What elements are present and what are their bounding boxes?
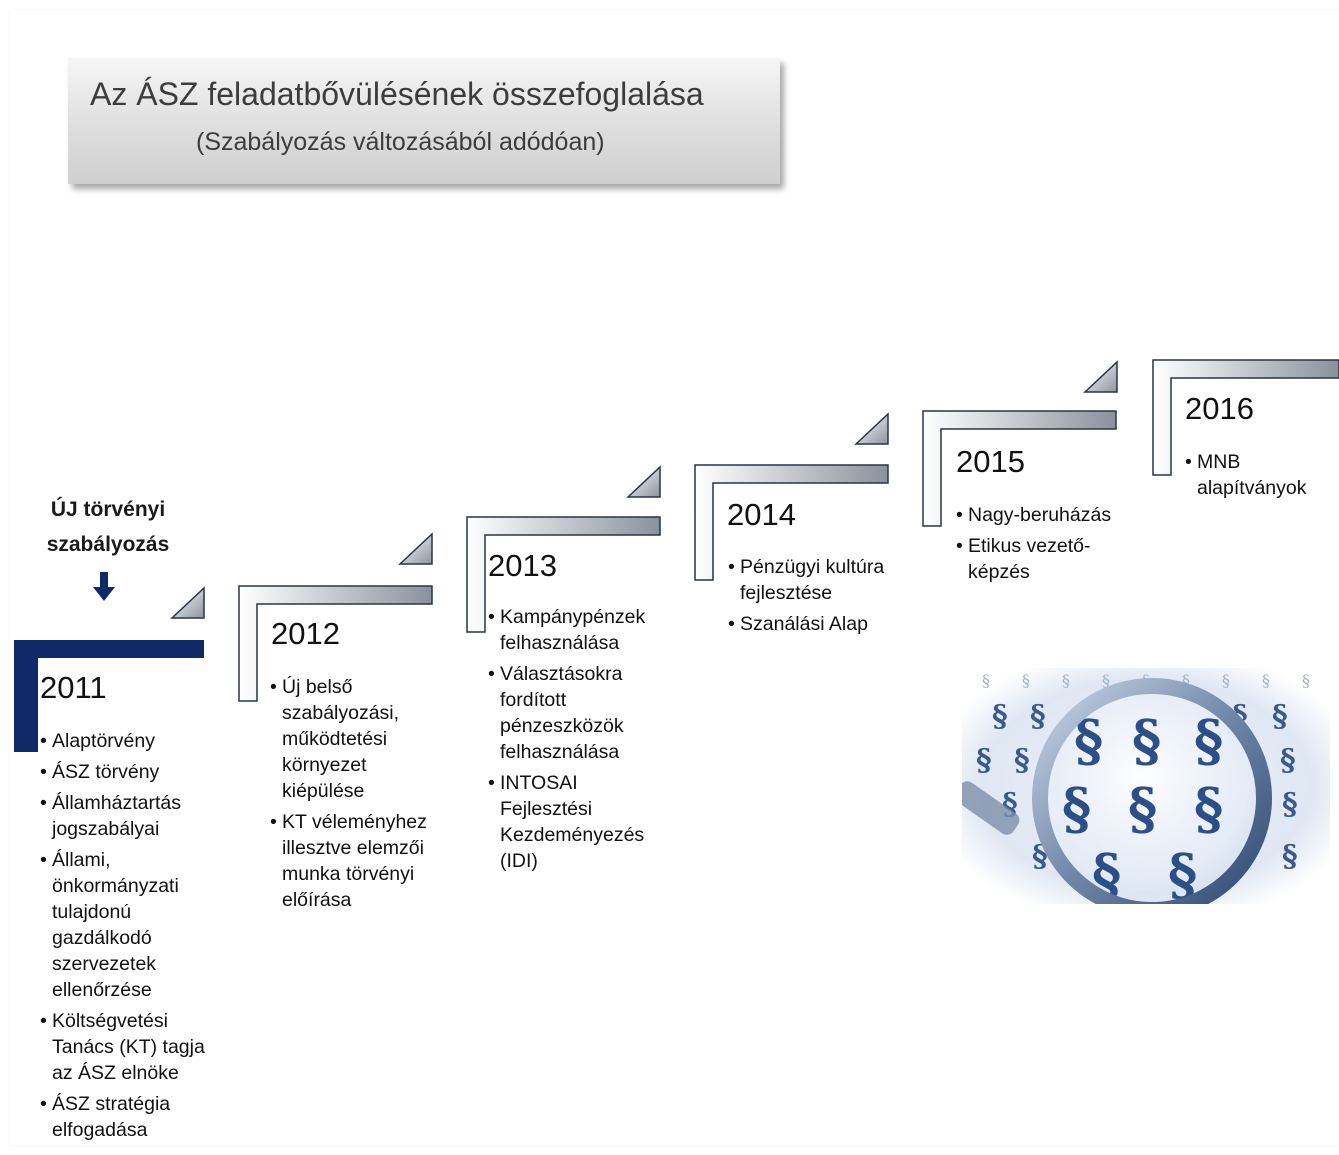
- timeline-bracket-2016: [1152, 359, 1339, 476]
- timeline-items: Alaptörvény ÁSZ törvény Államháztartás j…: [40, 728, 225, 1148]
- timeline-items: Nagy-beruházás Etikus vezető-képzés: [956, 502, 1116, 590]
- svg-text:§: §: [1280, 743, 1296, 778]
- timeline-bracket-2014: [694, 464, 889, 581]
- list-item: Etikus vezető-képzés: [956, 533, 1116, 585]
- list-item: MNB alapítványok: [1185, 449, 1335, 501]
- timeline-bracket-2012: [238, 585, 433, 702]
- list-item: Államháztartás jogszabályai: [40, 790, 225, 842]
- title-box: Az ÁSZ feladatbővülésének összefoglalása…: [68, 58, 780, 184]
- year-label: 2013: [488, 548, 557, 583]
- svg-text:§: §: [1030, 699, 1046, 734]
- triangle-icon: [626, 465, 661, 498]
- timeline-items: Kampánypénzek felhasználása Választásokr…: [488, 604, 668, 879]
- svg-text:§: §: [1168, 842, 1197, 904]
- year-label: 2011: [40, 670, 107, 705]
- triangle-icon: [854, 412, 889, 445]
- timeline-items: Új belső szabályozási, működtetési körny…: [270, 674, 430, 918]
- list-item: ÁSZ stratégia elfogadása: [40, 1091, 225, 1143]
- list-item: Költségvetési Tanács (KT) tagja az ÁSZ e…: [40, 1008, 225, 1086]
- triangle-icon: [170, 586, 205, 619]
- triangle-icon: [1083, 360, 1118, 393]
- list-item: Kampánypénzek felhasználása: [488, 604, 668, 656]
- svg-text:§: §: [1014, 743, 1030, 778]
- page-subtitle: (Szabályozás változásából adódóan): [196, 128, 605, 156]
- svg-text:§: §: [1062, 671, 1070, 690]
- svg-text:§: §: [1182, 671, 1190, 690]
- svg-text:§: §: [992, 699, 1008, 734]
- timeline-items: Pénzügyi kultúra fejlesztése Szanálási A…: [728, 554, 898, 642]
- magnifier-paragraph-icon: §§§§ §§§§§ §§§§ §§§ §§ §§ §§§ §§§ §§: [962, 668, 1330, 904]
- svg-text:§: §: [1282, 787, 1298, 822]
- page-title: Az ÁSZ feladatbővülésének összefoglalása: [90, 76, 704, 112]
- svg-text:§: §: [1302, 671, 1310, 690]
- list-item: Állami, önkormányzati tulajdonú gazdálko…: [40, 847, 225, 1003]
- year-label: 2012: [271, 616, 340, 651]
- svg-text:§: §: [1194, 708, 1223, 774]
- year-label: 2015: [956, 444, 1025, 479]
- svg-text:§: §: [1128, 776, 1157, 842]
- svg-text:§: §: [1022, 671, 1030, 690]
- list-item: INTOSAI Fejlesztési Kezdeményezés (IDI): [488, 770, 668, 874]
- svg-text:§: §: [976, 743, 992, 778]
- list-item: Választásokra fordított pénzeszközök fel…: [488, 661, 668, 765]
- slide: [10, 10, 1339, 1145]
- list-item: KT véleményhez illesztve elemzői munka t…: [270, 809, 430, 913]
- new-regulation-label: ÚJ törvényi szabályozás: [46, 498, 170, 556]
- svg-text:§: §: [1272, 699, 1288, 734]
- svg-text:§: §: [1102, 671, 1110, 690]
- list-item: Szanálási Alap: [728, 611, 898, 637]
- list-item: Új belső szabályozási, működtetési körny…: [270, 674, 430, 804]
- svg-text:§: §: [1062, 776, 1091, 842]
- svg-text:§: §: [1132, 708, 1161, 774]
- timeline-bracket-2015: [922, 410, 1117, 527]
- svg-text:§: §: [1222, 671, 1230, 690]
- list-item: ÁSZ törvény: [40, 759, 225, 785]
- year-label: 2016: [1185, 391, 1254, 426]
- svg-text:§: §: [982, 671, 990, 690]
- timeline-bracket-2013: [466, 516, 661, 633]
- arrow-down-icon: [93, 572, 115, 601]
- list-item: Nagy-beruházás: [956, 502, 1116, 528]
- svg-text:§: §: [1282, 839, 1298, 874]
- timeline-bracket-2011: [14, 640, 204, 752]
- triangle-icon: [398, 532, 433, 565]
- year-label: 2014: [727, 497, 796, 532]
- timeline-items: MNB alapítványok: [1185, 449, 1335, 506]
- svg-text:§: §: [1262, 671, 1270, 690]
- svg-text:§: §: [1194, 776, 1223, 842]
- list-item: Pénzügyi kultúra fejlesztése: [728, 554, 898, 606]
- list-item: Alaptörvény: [40, 728, 225, 754]
